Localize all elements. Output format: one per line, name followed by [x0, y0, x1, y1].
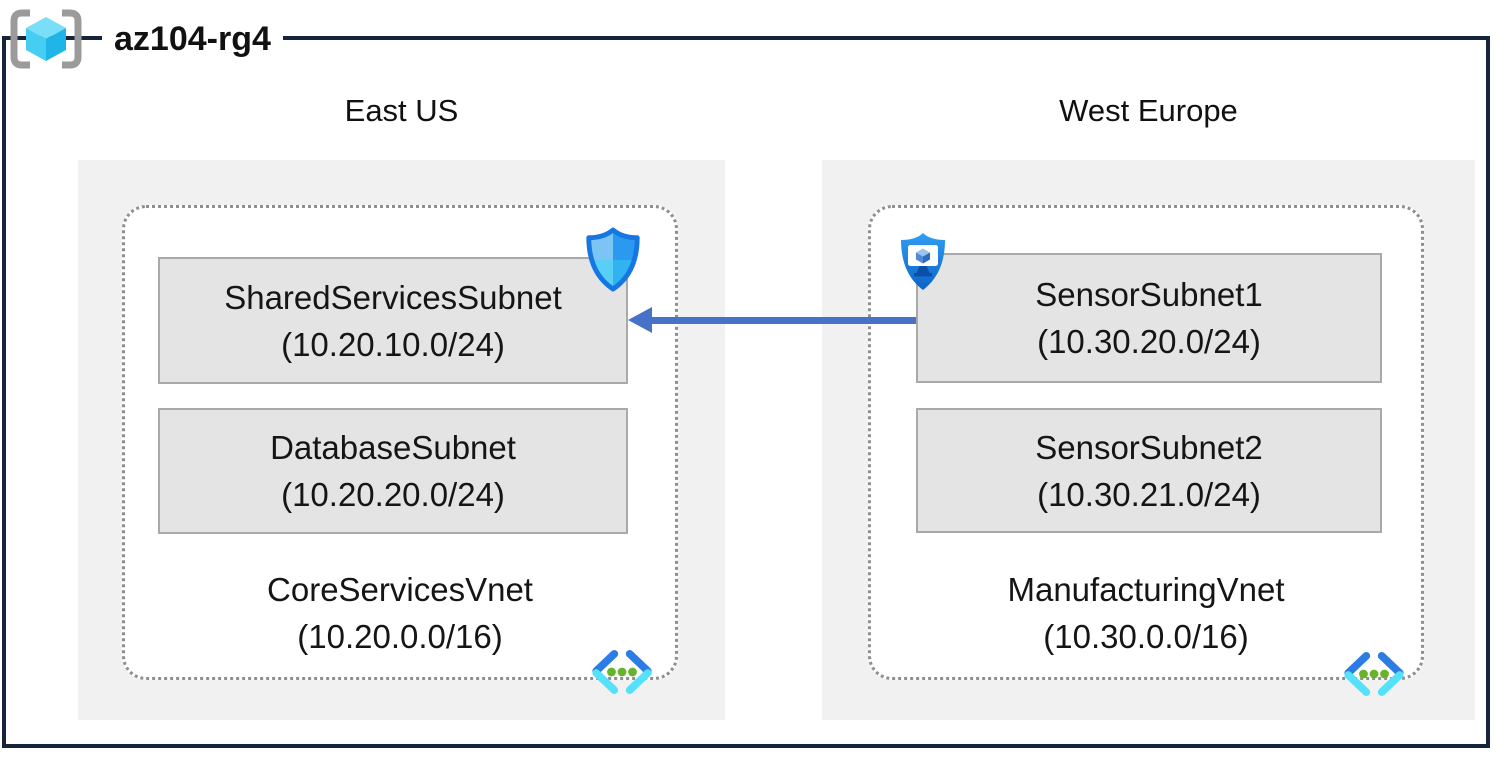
- resource-group-titlebar: az104-rg4: [8, 6, 283, 72]
- subnet-box-database: DatabaseSubnet (10.20.20.0/24): [158, 408, 628, 534]
- subnet-cidr: (10.20.10.0/24): [281, 325, 505, 363]
- subnet-cidr: (10.30.21.0/24): [1037, 475, 1261, 513]
- vnet-name: CoreServicesVnet: [267, 571, 533, 608]
- subnet-box-sharedservices: SharedServicesSubnet (10.20.10.0/24): [158, 257, 628, 384]
- virtual-network-icon: [592, 650, 652, 694]
- vnet-cidr: (10.30.0.0/16): [1043, 618, 1249, 655]
- subnet-cidr: (10.30.20.0/24): [1037, 323, 1261, 360]
- subnet-box-sensor1: SensorSubnet1 (10.30.20.0/24): [916, 253, 1382, 383]
- peering-arrow: [628, 307, 916, 333]
- subnet-cidr: (10.20.20.0/24): [281, 476, 505, 513]
- subnet-name: SensorSubnet1: [1035, 276, 1263, 313]
- resource-group-icon: [10, 9, 82, 69]
- subnet-name: SharedServicesSubnet: [224, 278, 562, 316]
- vnet-name: ManufacturingVnet: [1007, 571, 1285, 608]
- subnet-box-sensor2: SensorSubnet2 (10.30.21.0/24): [916, 408, 1382, 533]
- vnet-label-coreservices: CoreServicesVnet (10.20.0.0/16): [122, 566, 678, 660]
- subnet-name: SensorSubnet2: [1035, 428, 1263, 466]
- vnet-label-manufacturing: ManufacturingVnet (10.30.0.0/16): [868, 566, 1424, 660]
- region-label-west-europe: West Europe: [1059, 93, 1238, 128]
- resource-group-frame: [2, 36, 1490, 748]
- resource-group-title: az104-rg4: [102, 6, 283, 72]
- shielded-monitor-icon: [901, 233, 945, 290]
- vnet-cidr: (10.20.0.0/16): [297, 618, 503, 655]
- region-label-east-us: East US: [344, 93, 459, 128]
- peering-arrow-shaft: [648, 317, 916, 324]
- subnet-name: DatabaseSubnet: [270, 429, 516, 466]
- defender-shield-icon: [586, 227, 640, 292]
- virtual-network-icon: [1344, 652, 1404, 696]
